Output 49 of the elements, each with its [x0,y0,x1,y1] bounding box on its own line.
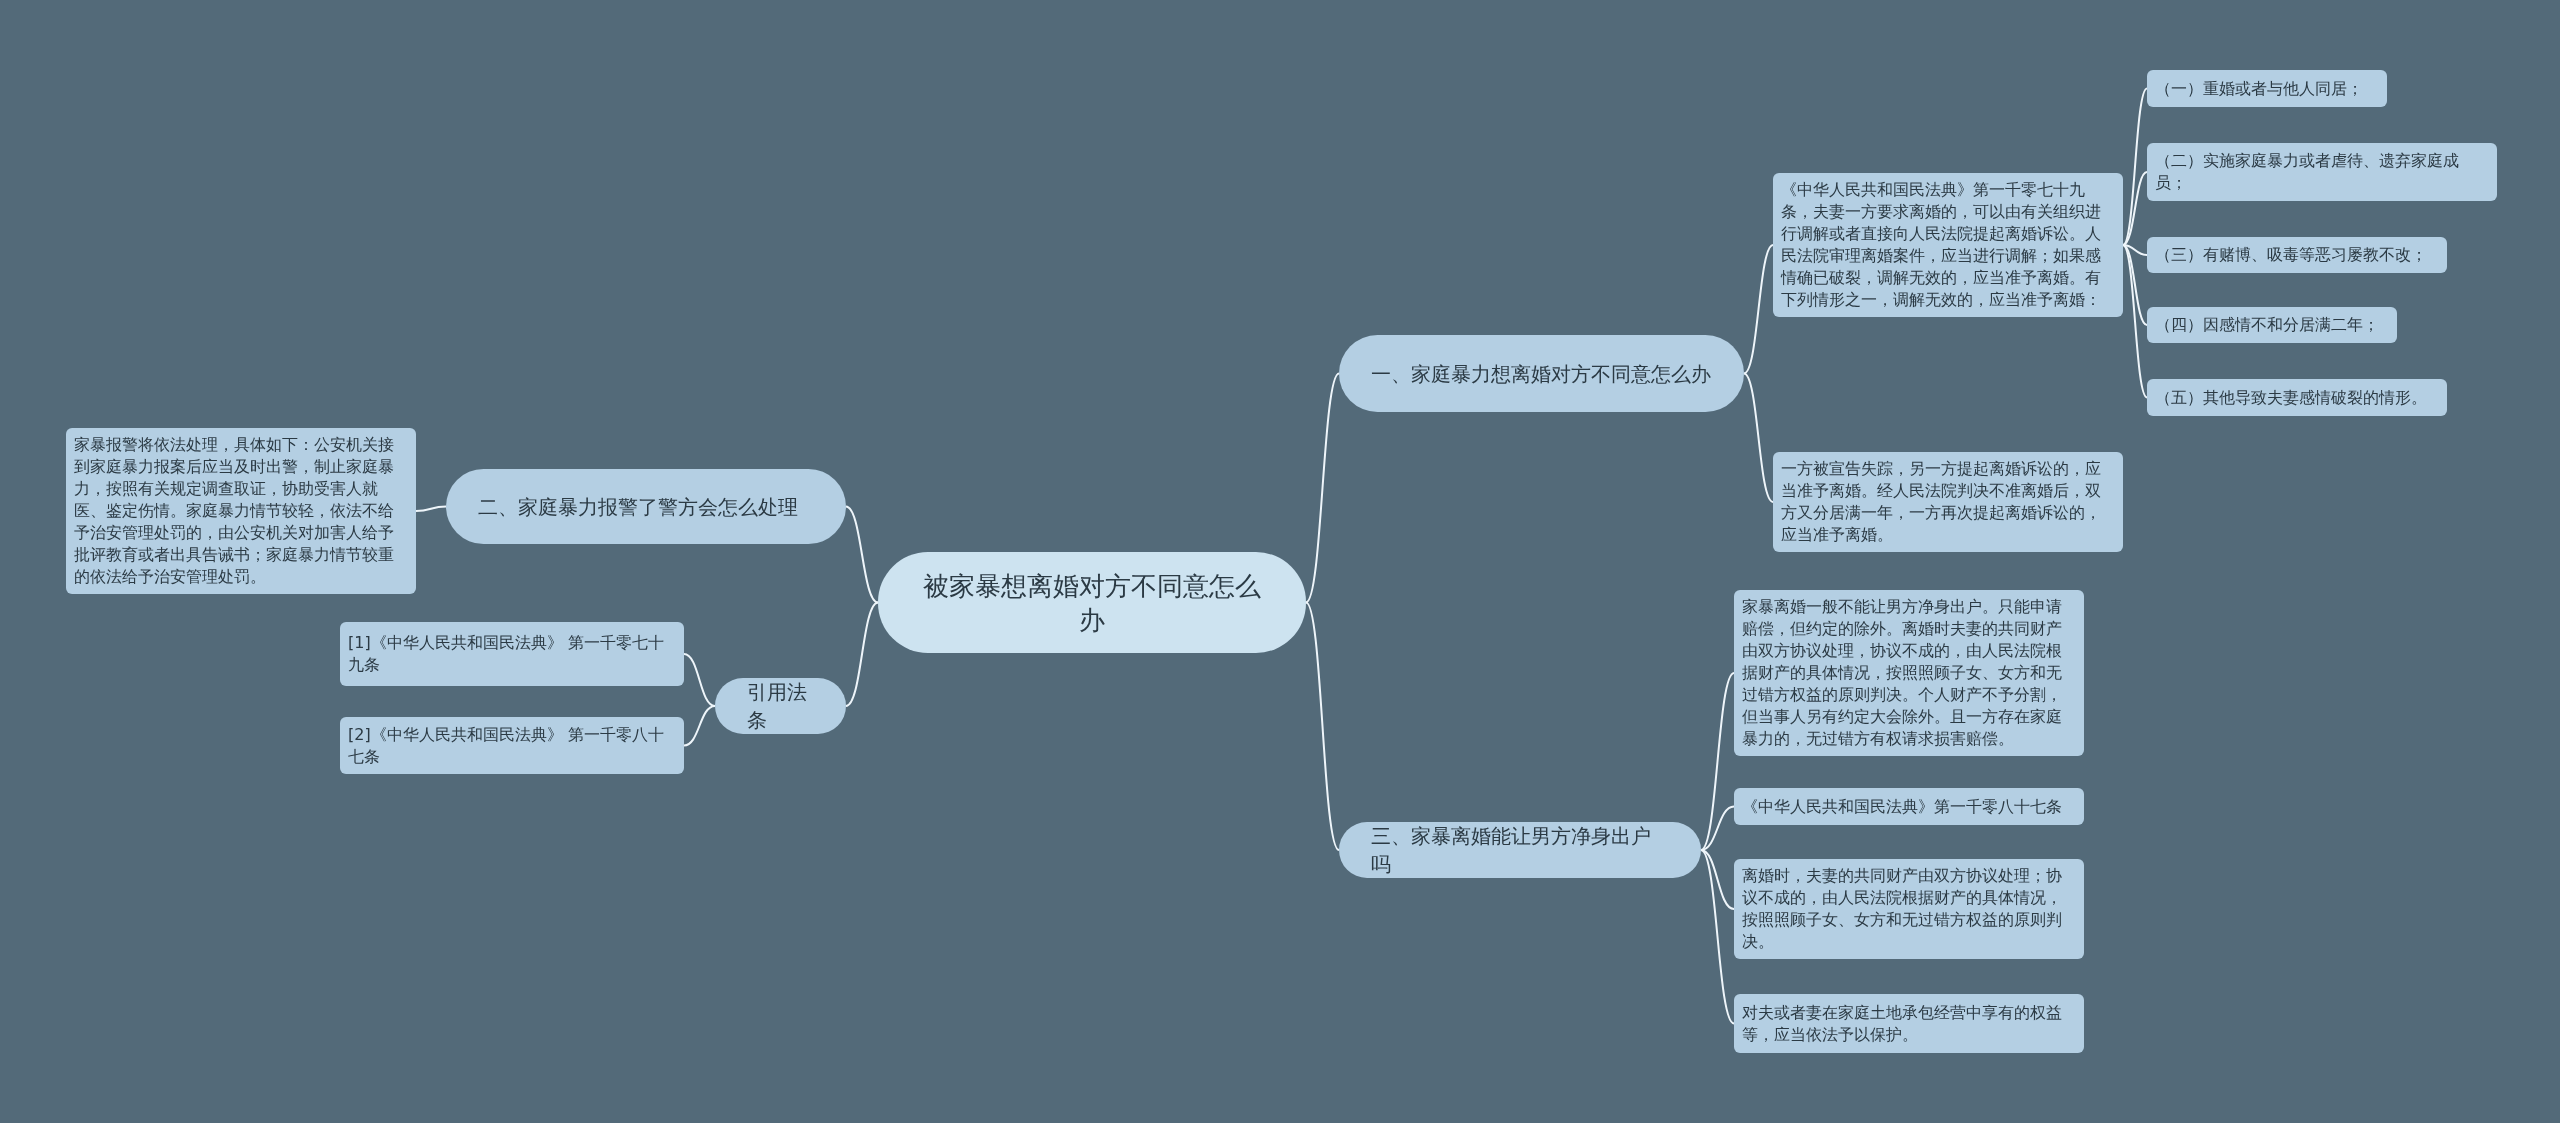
node-text: （五）其他导致夫妻感情破裂的情形。 [2155,386,2428,409]
note-card [340,622,684,686]
topic-node [1339,822,1701,878]
note-card [1734,859,2084,959]
node-text: 三、家暴离婚能让男方净身出户吗 [1371,823,1652,878]
connector-line [845,505,879,604]
note-card [1734,788,2084,825]
node-text: 《中华人民共和国民法典》第一千零八十七条 [1742,795,2063,818]
connector-line [683,653,716,707]
note-card [1773,452,2123,552]
connector-line [1700,672,1735,851]
note-card [2147,307,2397,343]
node-text: （四）因感情不和分居满二年； [2155,314,2380,336]
node-text: 被家暴想离婚对方不同意怎么办 [922,569,1262,637]
node-text: [1]《中华人民共和国民法典》 第一千零七十九条 [348,632,665,676]
node-text: 引用法条 [747,679,808,734]
node-text: （三）有赌博、吸毒等恶习屡教不改； [2155,244,2428,266]
topic-node [715,678,846,734]
connector-line [1700,805,1735,851]
connector-line [845,601,879,707]
node-text: （一）重婚或者与他人同居； [2155,77,2364,100]
connector-line [1305,372,1340,604]
node-text: 家暴报警将依法处理，具体如下：公安机关接到家庭暴力报案后应当及时出警，制止家庭暴力，按照有关规定调查取证，协助受害人就医、鉴定伤情。家庭暴力情节较轻，依法不给予治安管理处罚的，由公安机关对加害人给予批评教育或者出具告诫书；家庭暴力情节较重的依法给予治安管理处罚。 [74,434,395,588]
note-card [1734,994,2084,1053]
node-text: 离婚时，夫妻的共同财产由双方协议处理；协议不成的，由人民法院根据财产的具体情况，按照照顾子女、女方和无过错方权益的原则判决。 [1742,865,2063,953]
connector-line [415,505,447,512]
note-card [2147,379,2447,416]
node-text: 对夫或者妻在家庭土地承包经营中享有的权益等，应当依法予以保护。 [1742,1001,2063,1046]
connector-line [1305,601,1340,851]
connector-line [2122,244,2148,256]
node-text: （二）实施家庭暴力或者虐待、遗弃家庭成员； [2155,150,2460,194]
note-card [340,717,684,774]
node-text: 二、家庭暴力报警了警方会怎么处理 [478,493,799,521]
connector-line [1700,849,1735,1025]
node-text: [2]《中华人民共和国民法典》 第一千零八十七条 [348,723,665,768]
node-text: 《中华人民共和国民法典》第一千零七十九条，夫妻一方要求离婚的，可以由有关组织进行调解或者直接向人民法院提起离婚诉讼。人民法院审理离婚案件，应当进行调解；如果感情确已破裂，调解无效的，应当准予离婚。有下列情形之一，调解无效的，应当准予离婚： [1781,179,2102,311]
note-card [2147,70,2387,107]
connector-line [1743,244,1774,375]
connector-line [2122,244,2148,399]
note-card [1773,173,2123,317]
connector-line [1743,372,1774,503]
node-text: 一方被宣告失踪，另一方提起离婚诉讼的，应当准予离婚。经人民法院判决不准离婚后，双方又分居满一年，一方再次提起离婚诉讼的，应当准予离婚。 [1781,458,2102,546]
note-card [2147,237,2447,273]
connector-line [2122,171,2148,246]
node-text: 家暴离婚一般不能让男方净身出户。只能申请赔偿，但约定的除外。离婚时夫妻的共同财产由双方协议处理，协议不成的，由人民法院根据财产的具体情况，按照照顾子女、女方和无过错方权益的原则判决。个人财产不予分割，但当事人另有约定大会除外。且一方存在家庭暴力的，无过错方有权请求损害赔偿。 [1742,596,2063,750]
note-card [2147,143,2497,201]
connector-line [683,705,716,747]
connector-line [2122,244,2148,326]
node-text: 一、家庭暴力想离婚对方不同意怎么办 [1371,360,1712,388]
